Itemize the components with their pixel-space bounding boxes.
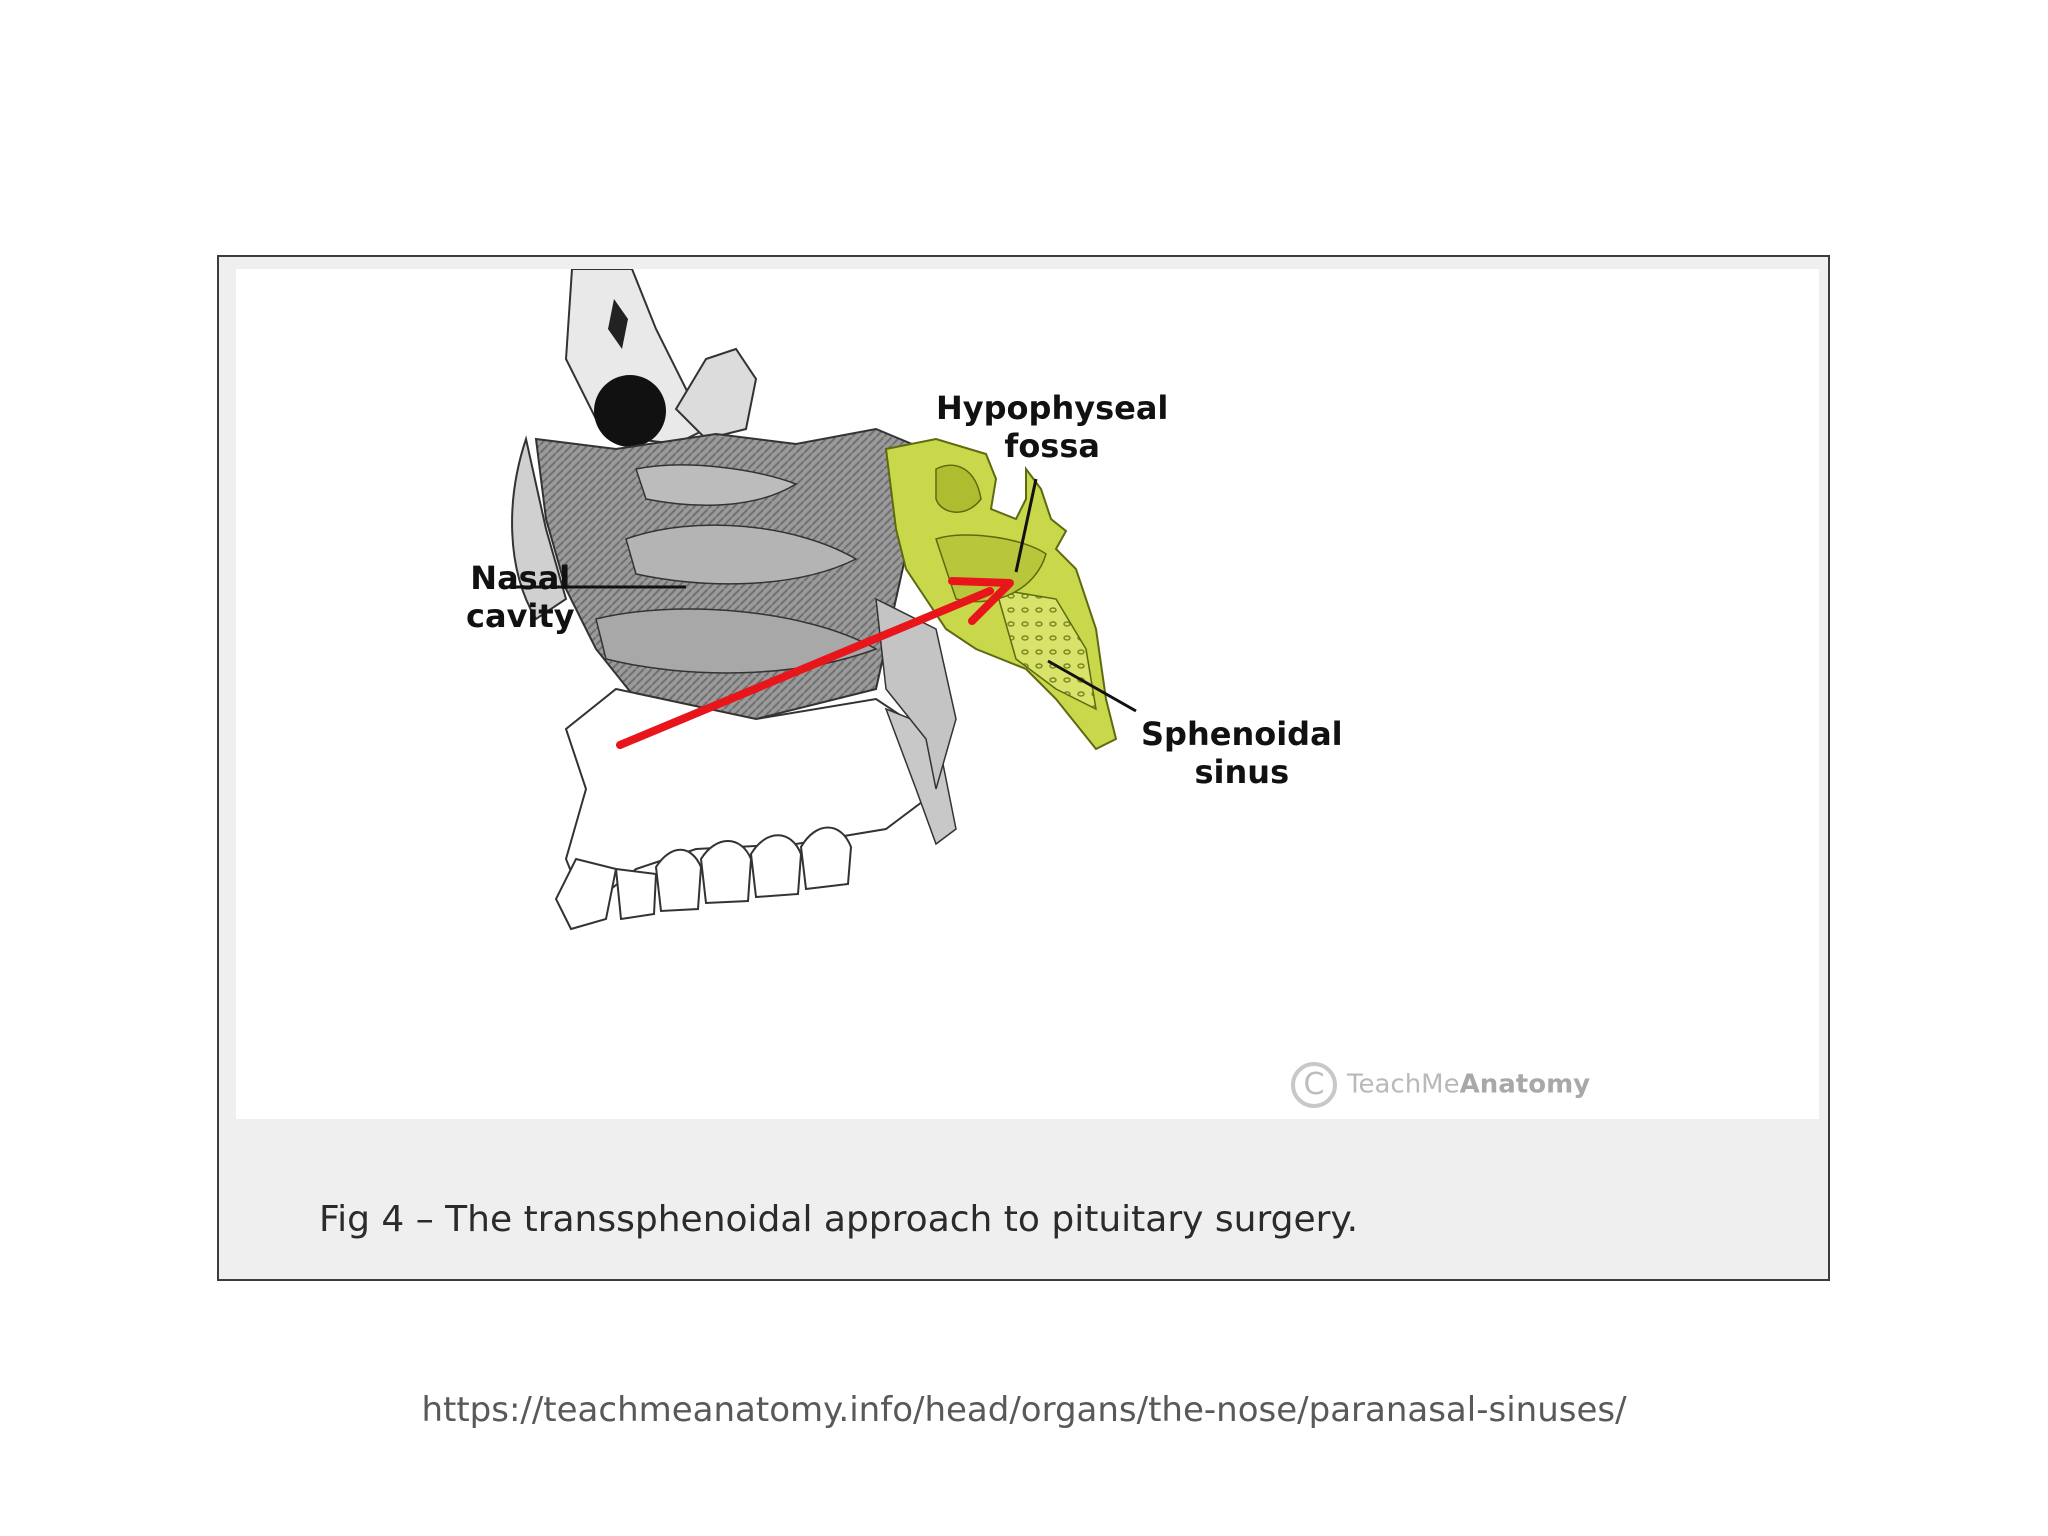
sphenoidal-sinus-label-line2: sinus <box>1194 753 1290 791</box>
sphenoid-spongy <box>994 588 1097 711</box>
nasal-cartilage <box>511 435 568 621</box>
inferior-concha <box>595 608 878 674</box>
watermark-brand-bold: Anatomy <box>1459 1069 1591 1100</box>
hypophyseal-fossa-label-line2: fossa <box>1004 427 1100 465</box>
skull-sagittal-drawing <box>506 269 1137 931</box>
hypophyseal-fossa-label: Hypophyseal fossa <box>936 389 1168 465</box>
copyright-icon: C <box>1291 1062 1337 1108</box>
figure-frame: Nasal cavity Hypophyseal fossa Sphenoida… <box>217 255 1830 1281</box>
transsphenoidal-approach-arrow <box>616 577 1014 749</box>
hypophyseal-fossa-label-line1: Hypophyseal <box>936 389 1169 427</box>
sphenoidal-sinus-leader <box>1047 659 1137 713</box>
middle-concha <box>625 524 858 585</box>
nasal-cavity-label: Nasal cavity <box>466 559 575 635</box>
teachmeanatomy-watermark: C TeachMeAnatomy <box>1291 1062 1590 1108</box>
teeth <box>554 826 853 931</box>
anatomy-illustration: Nasal cavity Hypophyseal fossa Sphenoida… <box>236 269 1819 1119</box>
pterygoid-plate <box>875 597 957 790</box>
figure-caption: Fig 4 – The transsphenoidal approach to … <box>319 1199 1359 1240</box>
hard-palate <box>564 687 938 911</box>
sphenoidal-sinus-label-line1: Sphenoidal <box>1141 715 1343 753</box>
superior-concha <box>635 464 798 506</box>
nasal-cavity-label-line2: cavity <box>466 597 575 635</box>
source-url[interactable]: https://teachmeanatomy.info/head/organs/… <box>421 1390 1627 1430</box>
nasal-cavity-label-line1: Nasal <box>470 559 571 597</box>
hypophyseal-fossa-leader <box>1014 478 1038 573</box>
watermark-brand-light: TeachMe <box>1347 1069 1460 1100</box>
caption-bar: Fig 4 – The transsphenoidal approach to … <box>219 1119 1828 1279</box>
frontal-sinus-hole <box>594 375 666 447</box>
sphenoidal-sinus-label: Sphenoidal sinus <box>1141 715 1343 791</box>
